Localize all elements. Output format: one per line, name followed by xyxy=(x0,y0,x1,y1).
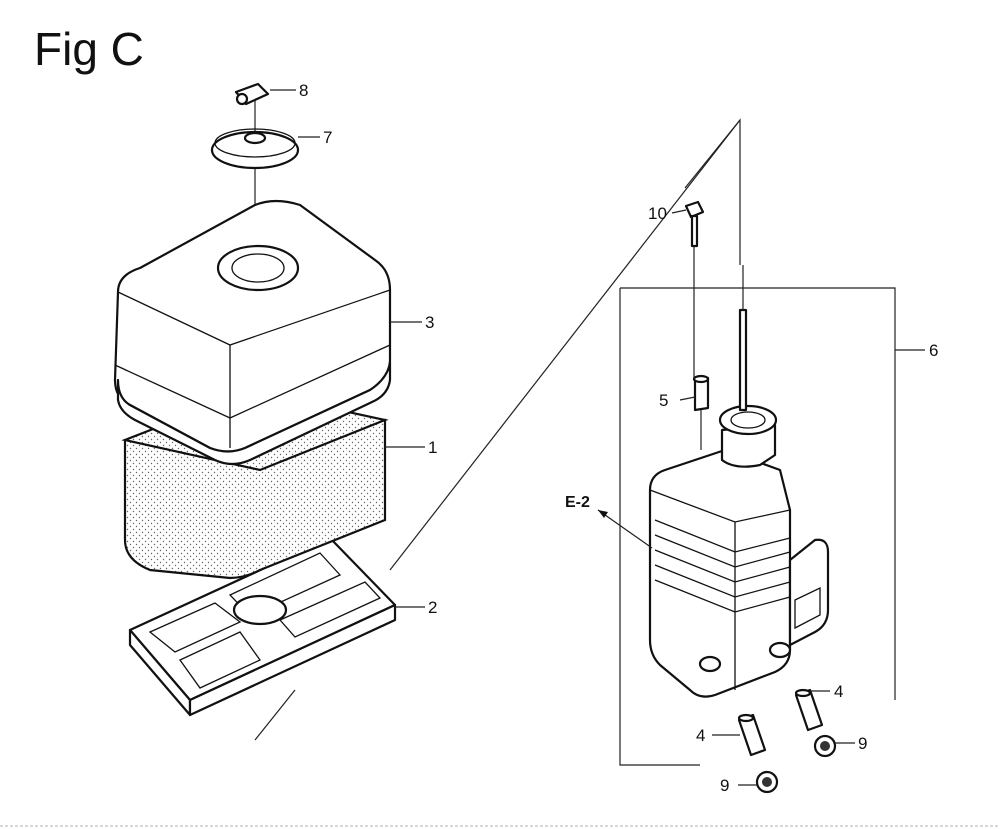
callout-9-left: 9 xyxy=(720,776,729,795)
part-3-air-cleaner-cover xyxy=(113,199,392,466)
part-4-sleeve-left xyxy=(737,713,767,757)
leader-10 xyxy=(671,209,687,214)
callout-4-right: 4 xyxy=(834,682,843,701)
leader-5 xyxy=(679,396,696,401)
callout-10: 10 xyxy=(648,204,667,223)
callout-5: 5 xyxy=(659,391,668,410)
part-2-elbow-plate xyxy=(128,536,397,717)
bracket-6-left xyxy=(619,288,700,766)
part-6-elbow-assembly xyxy=(648,265,830,698)
part-8-clip xyxy=(234,82,270,106)
part-9-nut-right xyxy=(813,734,837,758)
callout-1: 1 xyxy=(428,438,437,457)
part-7-cover-nut xyxy=(210,128,300,170)
guide-line-lower xyxy=(254,689,296,741)
callout-7: 7 xyxy=(323,128,332,147)
callout-9-right: 9 xyxy=(858,734,867,753)
part-5-collar xyxy=(692,374,710,450)
callout-6: 6 xyxy=(929,341,938,360)
part-9-nut-left xyxy=(755,770,779,794)
part-10-bolt xyxy=(684,200,705,380)
bracket-6-top xyxy=(620,287,896,700)
callout-3: 3 xyxy=(425,313,434,332)
connection-line-branch xyxy=(684,119,741,189)
part-4-sleeve-right xyxy=(794,688,824,732)
reference-label-e2: E-2 xyxy=(565,494,590,511)
callout-8: 8 xyxy=(299,81,308,100)
figure-title: Fig C xyxy=(34,23,144,75)
callout-4-left: 4 xyxy=(696,726,705,745)
reference-arrow-e2 xyxy=(597,509,653,549)
callout-2: 2 xyxy=(428,598,437,617)
